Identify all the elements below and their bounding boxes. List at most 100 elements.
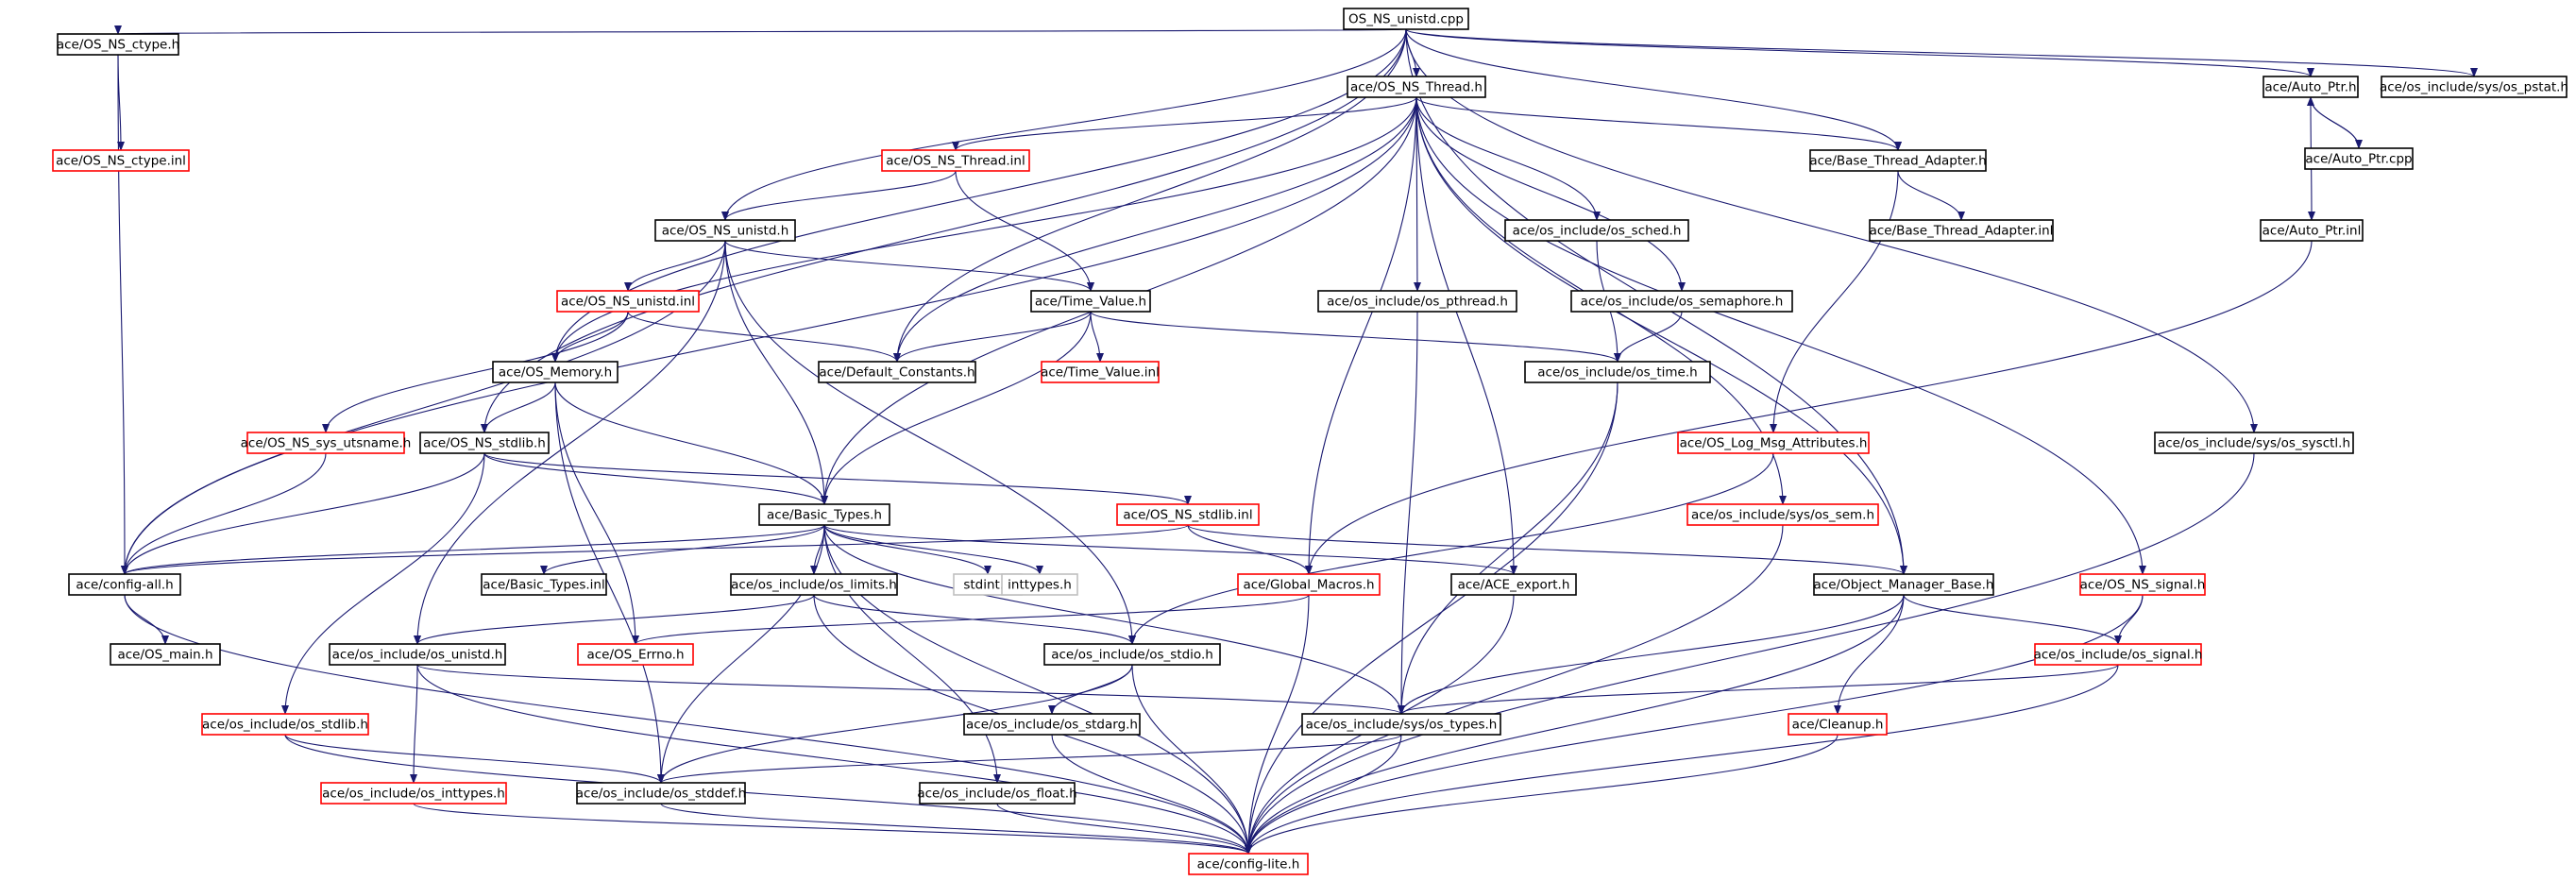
edge-root-to-ctype_h — [117, 25, 1407, 35]
edge-unistd_h-to-os_stdio — [724, 240, 1136, 645]
node-label: ace/os_include/os_stdlib.h — [202, 718, 368, 733]
edge-root-to-sysctl — [1405, 28, 2258, 433]
edge-basic_types-to-os_limits — [810, 524, 825, 575]
node-ace-os-memory-h[interactable]: ace/OS_Memory.h — [492, 361, 619, 383]
node-box — [1677, 432, 1870, 454]
node-ace-time-value-inl[interactable]: ace/Time_Value.inl — [1041, 361, 1160, 383]
node-ace-os-include-sys-os-types-h[interactable]: ace/os_include/sys/os_types.h — [1301, 713, 1501, 736]
node-ace-cleanup-h[interactable]: ace/Cleanup.h — [1788, 713, 1888, 736]
node-inttypes-h[interactable]: inttypes.h — [1001, 573, 1078, 596]
edge-global_macros-to-config_lite — [1245, 594, 1310, 855]
node-ace-os-ns-unistd-inl[interactable]: ace/OS_NS_unistd.inl — [556, 290, 700, 313]
node-box — [1813, 573, 1994, 596]
node-ace-os-include-os-stdio-h[interactable]: ace/os_include/os_stdio.h — [1043, 643, 1221, 666]
node-ace-os-ns-signal-h[interactable]: ace/OS_NS_signal.h — [2079, 573, 2206, 596]
node-ace-os-ns-ctype-inl[interactable]: ace/OS_NS_ctype.inl — [52, 149, 190, 172]
node-ace-os-ns-stdlib-h[interactable]: ace/OS_NS_stdlib.h — [419, 432, 550, 454]
node-ace-os-include-os-float-h[interactable]: ace/os_include/os_float.h — [917, 782, 1077, 805]
edge-root-to-stdlib_h — [481, 28, 1407, 433]
node-box — [1030, 290, 1151, 313]
node-ace-basic-types-h[interactable]: ace/Basic_Types.h — [758, 503, 890, 526]
node-ace-base-thread-adapter-h[interactable]: ace/Base_Thread_Adapter.h — [1809, 149, 1987, 172]
edge-sys_types-to-os_stddef — [657, 734, 1402, 784]
node-ace-os-include-os-time-h[interactable]: ace/os_include/os_time.h — [1524, 361, 1711, 383]
node-ace-auto-ptr-cpp[interactable]: ace/Auto_Ptr.cpp — [2304, 147, 2414, 170]
node-ace-os-ns-sys-utsname-h[interactable]: ace/OS_NS_sys_utsname.h — [241, 432, 412, 454]
node-label: ace/Default_Constants.h — [819, 365, 974, 381]
node-ace-os-main-h[interactable]: ace/OS_main.h — [110, 643, 221, 666]
node-ace-os-include-os-stddef-h[interactable]: ace/os_include/os_stddef.h — [576, 782, 746, 805]
node-ace-base-thread-adapter-inl[interactable]: ace/Base_Thread_Adapter.inl — [1869, 219, 2054, 242]
node-ace-os-include-sys-os-sem-h[interactable]: ace/os_include/sys/os_sem.h — [1686, 503, 1879, 526]
node-ace-os-errno-h[interactable]: ace/OS_Errno.h — [577, 643, 694, 666]
node-label: ace/os_include/os_sched.h — [1513, 224, 1682, 239]
node-label: ace/config-all.h — [76, 578, 173, 593]
node-ace-os-include-os-stdarg-h[interactable]: ace/os_include/os_stdarg.h — [963, 713, 1141, 736]
node-label: ace/OS_Errno.h — [586, 648, 684, 663]
node-box — [654, 219, 796, 242]
node-ace-global-macros-h[interactable]: ace/Global_Macros.h — [1237, 573, 1381, 596]
node-label: ace/os_include/os_pthread.h — [1327, 295, 1508, 310]
node-ace-os-include-sys-os-pstat-h[interactable]: ace/os_include/sys/os_pstat.h — [2380, 76, 2568, 98]
node-ace-os-include-os-signal-h[interactable]: ace/os_include/os_signal.h — [2034, 643, 2203, 666]
node-label: ace/os_include/os_semaphore.h — [1581, 295, 1784, 310]
node-box — [492, 361, 619, 383]
node-ace-os-include-os-stdlib-h[interactable]: ace/os_include/os_stdlib.h — [201, 713, 369, 736]
node-label: ace/OS_NS_ctype.h — [57, 38, 179, 53]
edge-thread_h-to-thread_inl — [952, 96, 1417, 151]
node-ace-ace-export-h[interactable]: ace/ACE_export.h — [1450, 573, 1577, 596]
edge-basic_types-to-bt_inl — [540, 524, 825, 575]
edge-os_stdio-to-os_stddef — [657, 664, 1133, 784]
edge-thread_h-to-ns_signal — [1415, 96, 2146, 575]
node-ace-os-ns-thread-inl[interactable]: ace/OS_NS_Thread.inl — [881, 149, 1030, 172]
node-os-ns-unistd-cpp[interactable]: OS_NS_unistd.cpp — [1343, 8, 1469, 30]
node-box — [2079, 573, 2206, 596]
node-label: ace/OS_Log_Msg_Attributes.h — [1680, 436, 1868, 451]
node-ace-os-ns-thread-h[interactable]: ace/OS_NS_Thread.h — [1347, 76, 1486, 98]
node-label: OS_NS_unistd.cpp — [1348, 12, 1464, 27]
node-ace-auto-ptr-inl[interactable]: ace/Auto_Ptr.inl — [2260, 219, 2364, 242]
node-ace-os-include-os-pthread-h[interactable]: ace/os_include/os_pthread.h — [1317, 290, 1517, 313]
edge-os_stdlib-to-os_stddef — [284, 734, 665, 784]
node-label: ace/Time_Value.inl — [1041, 365, 1160, 381]
node-box — [1041, 361, 1160, 383]
node-ace-os-include-os-semaphore-h[interactable]: ace/os_include/os_semaphore.h — [1570, 290, 1793, 313]
node-ace-object-manager-base-h[interactable]: ace/Object_Manager_Base.h — [1813, 573, 1994, 596]
node-box — [1237, 573, 1381, 596]
node-ace-os-ns-unistd-h[interactable]: ace/OS_NS_unistd.h — [654, 219, 796, 242]
node-label: ace/Global_Macros.h — [1243, 578, 1374, 593]
node-ace-auto-ptr-h[interactable]: ace/Auto_Ptr.h — [2262, 76, 2359, 98]
node-ace-time-value-h[interactable]: ace/Time_Value.h — [1030, 290, 1151, 313]
edge-os_limits-to-os_unistd — [414, 594, 815, 645]
edge-omb-to-os_signal — [1903, 594, 2122, 645]
node-label: ace/os_include/os_float.h — [917, 787, 1076, 802]
node-ace-os-include-os-inttypes-h[interactable]: ace/os_include/os_inttypes.h — [320, 782, 507, 805]
node-label: ace/OS_NS_ctype.inl — [56, 154, 186, 169]
node-ace-default-constants-h[interactable]: ace/Default_Constants.h — [818, 361, 976, 383]
node-ace-os-include-os-unistd-h[interactable]: ace/os_include/os_unistd.h — [329, 643, 506, 666]
node-box — [919, 782, 1076, 805]
node-ace-basic-types-inl[interactable]: ace/Basic_Types.inl — [481, 573, 607, 596]
edge-os_unistd-to-sys_types — [416, 664, 1405, 715]
node-ace-os-include-os-limits-h[interactable]: ace/os_include/os_limits.h — [730, 573, 898, 596]
node-box — [329, 643, 506, 666]
node-box — [201, 713, 369, 736]
node-label: ace/OS_NS_unistd.h — [662, 224, 789, 239]
edge-thread_h-to-ace_export — [1415, 96, 1517, 575]
node-ace-os-ns-ctype-h[interactable]: ace/OS_NS_ctype.h — [57, 33, 179, 56]
node-ace-os-include-os-sched-h[interactable]: ace/os_include/os_sched.h — [1504, 219, 1689, 242]
node-ace-os-log-msg-attributes-h[interactable]: ace/OS_Log_Msg_Attributes.h — [1677, 432, 1870, 454]
node-ace-config-lite-h[interactable]: ace/config-lite.h — [1188, 853, 1309, 875]
edge-os_unistd-to-os_inttypes — [410, 664, 418, 784]
node-box — [2034, 643, 2202, 666]
node-ace-os-include-sys-os-sysctl-h[interactable]: ace/os_include/sys/os_sysctl.h — [2154, 432, 2354, 454]
node-box — [1788, 713, 1888, 736]
edge-omb-to-sys_types — [1398, 594, 1905, 715]
edge-unistd_inl-to-os_memory — [551, 311, 629, 363]
node-ace-os-ns-stdlib-inl[interactable]: ace/OS_NS_stdlib.inl — [1116, 503, 1260, 526]
node-box — [1188, 853, 1309, 875]
node-box — [1043, 643, 1221, 666]
edge-os_float-to-config_lite — [996, 803, 1252, 855]
node-box — [419, 432, 550, 454]
node-ace-config-all-h[interactable]: ace/config-all.h — [68, 573, 181, 596]
